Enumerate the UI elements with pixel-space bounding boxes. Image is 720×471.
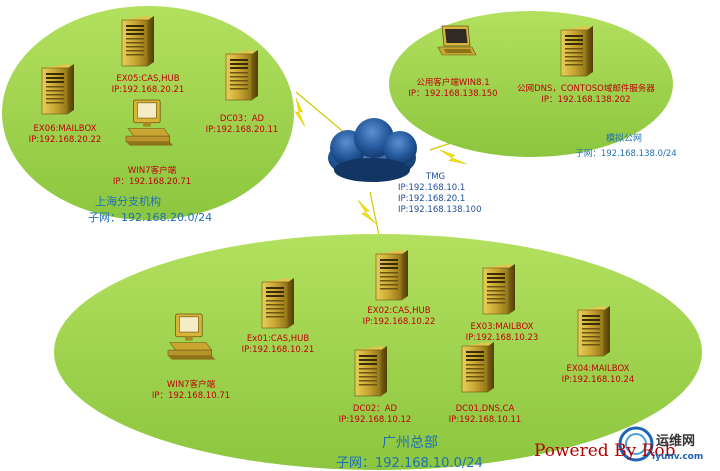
node-ip: IP：192.168.138.202 xyxy=(541,95,631,105)
ex06-label: EX06:MAILBOX IP:192.168.20.22 xyxy=(20,124,110,146)
node-ip: IP:192.168.20.11 xyxy=(205,125,279,135)
logo-url: iyunv.com xyxy=(652,452,704,462)
ex03-server-icon xyxy=(482,263,516,315)
dc02-server-icon xyxy=(354,345,388,397)
node-ip: IP：192.168.10.71 xyxy=(151,391,231,401)
ex01-label: Ex01:CAS,HUB IP:192.168.10.21 xyxy=(228,334,328,356)
node-name: EX05:CAS,HUB xyxy=(116,74,180,84)
node-name: EX04:MAILBOX xyxy=(566,364,630,374)
ex03-label: EX03:MAILBOX IP:192.168.10.23 xyxy=(452,322,552,344)
shanghai-site-name: 上海分支机构 xyxy=(95,195,161,208)
node-name: 公网DNS，CONTOSO域邮件服务器 xyxy=(517,84,655,94)
node-name: WIN7客户端 xyxy=(166,380,216,390)
node-name: DC01,DNS,CA xyxy=(455,404,515,414)
node-ip: IP:192.168.20.21 xyxy=(111,85,185,95)
ex04-label: EX04:MAILBOX IP:192.168.10.24 xyxy=(548,364,648,386)
dc01-label: DC01,DNS,CA IP:192.168.10.11 xyxy=(430,404,540,426)
node-ip: IP:192.168.10.24 xyxy=(561,375,635,385)
win81-label: 公用客户端WIN8.1 IP：192.168.138.150 xyxy=(388,78,518,100)
ex05-server-icon xyxy=(121,15,155,67)
tmg-label: TMG IP:192.168.10.1 IP:192.168.20.1 IP:1… xyxy=(398,172,482,216)
guangzhou-subnet: 子网：192.168.10.0/24 xyxy=(336,456,483,471)
node-name: EX02:CAS,HUB xyxy=(367,306,431,316)
sh-win7-label: WIN7客户端 IP：192.168.20.71 xyxy=(102,166,202,188)
node-ip: IP：192.168.138.150 xyxy=(408,89,498,99)
gz-win7-label: WIN7客户端 IP：192.168.10.71 xyxy=(136,380,246,402)
tmg-name: TMG xyxy=(426,172,446,182)
internet-cloud-icon xyxy=(328,118,417,182)
node-name: DC03：AD xyxy=(219,114,265,124)
public-dns-label: 公网DNS，CONTOSO域邮件服务器 IP：192.168.138.202 xyxy=(506,84,666,106)
node-name: EX03:MAILBOX xyxy=(470,322,534,332)
shanghai-subnet: 子网：192.168.20.0/24 xyxy=(88,211,213,224)
site-logo xyxy=(618,426,654,462)
node-name: DC02：AD xyxy=(352,404,398,414)
tmg-ip: IP:192.168.138.100 xyxy=(398,205,482,215)
dc02-label: DC02：AD IP:192.168.10.12 xyxy=(320,404,430,426)
tmg-ip: IP:192.168.20.1 xyxy=(398,194,466,204)
link-guangzhou-tmg xyxy=(369,191,381,241)
node-name: WIN7客户端 xyxy=(127,166,177,176)
node-ip: IP：192.168.20.71 xyxy=(112,177,192,187)
ex01-server-icon xyxy=(261,277,295,329)
node-ip: IP:192.168.10.22 xyxy=(362,317,436,327)
node-ip: IP:192.168.10.12 xyxy=(338,415,412,425)
ex05-label: EX05:CAS,HUB IP:192.168.20.21 xyxy=(98,74,198,96)
logo-text: 运维网 xyxy=(656,434,696,449)
tmg-ip: IP:192.168.10.1 xyxy=(398,183,466,193)
public-dns-server-icon xyxy=(560,25,594,77)
node-ip: IP:192.168.10.11 xyxy=(448,415,522,425)
guangzhou-site-name: 广州总部 xyxy=(382,435,438,451)
node-ip: IP:192.168.10.23 xyxy=(465,333,539,343)
dc03-server-icon xyxy=(225,49,259,101)
node-name: Ex01:CAS,HUB xyxy=(246,334,310,344)
public-site-name: 模拟公网 xyxy=(605,134,642,144)
ex04-server-icon xyxy=(577,305,611,357)
ex06-server-icon xyxy=(41,63,75,115)
watermark-text: Powered By Rob xyxy=(534,441,676,461)
public-subnet: 子网：192.168.138.0/24 xyxy=(575,149,677,159)
node-ip: IP:192.168.10.21 xyxy=(241,345,315,355)
node-ip: IP:192.168.20.22 xyxy=(28,135,102,145)
node-name: 公用客户端WIN8.1 xyxy=(416,78,490,88)
dc01-server-icon xyxy=(461,341,495,393)
node-name: EX06:MAILBOX xyxy=(33,124,97,134)
ex02-server-icon xyxy=(375,249,409,301)
ex02-label: EX02:CAS,HUB IP:192.168.10.22 xyxy=(344,306,454,328)
dc03-label: DC03：AD IP:192.168.20.11 xyxy=(192,114,292,136)
